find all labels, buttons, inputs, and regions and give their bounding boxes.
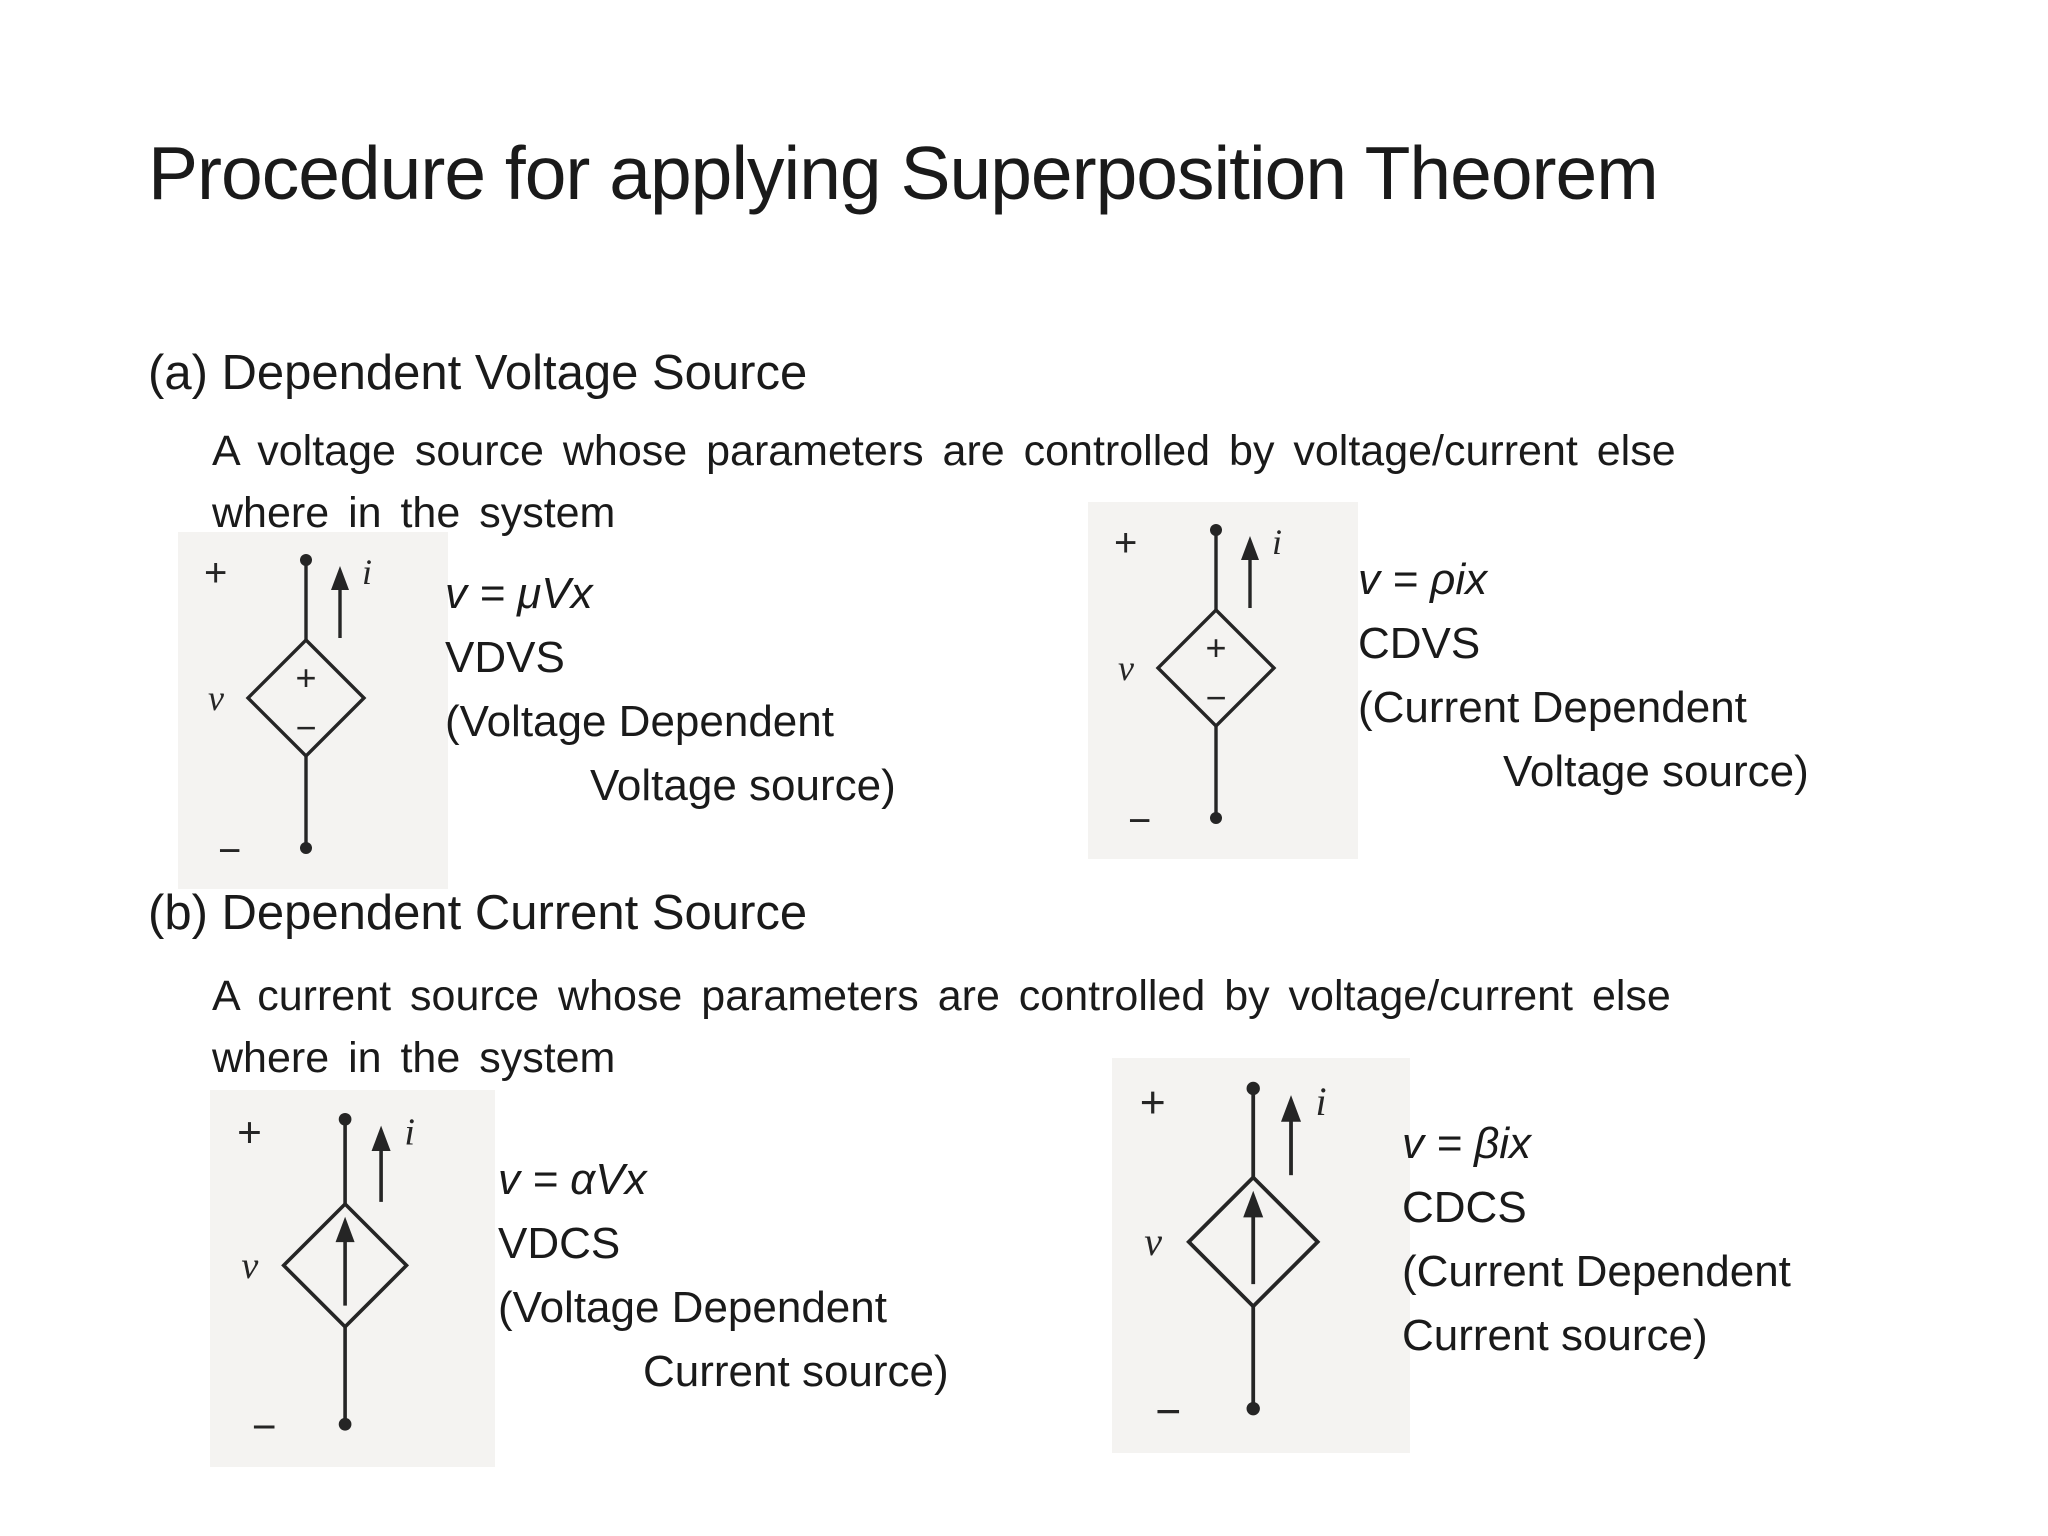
vdvs-equation: v = μVx	[445, 569, 593, 618]
page-title: Procedure for applying Superposition The…	[148, 131, 1659, 215]
vdcs-bottom-minus-label: −	[252, 1403, 277, 1450]
vdcs-diagram: + i v −	[210, 1090, 495, 1467]
section-b-description-line1: A current source whose parameters are co…	[212, 972, 1671, 1020]
cdvs-abbreviation: CDVS	[1358, 619, 1481, 668]
cdvs-inner-plus: +	[1205, 627, 1226, 668]
vdvs-inner-minus: −	[295, 707, 316, 748]
vdcs-label-block: v = αVx VDCS (Voltage Dependent Current …	[498, 1148, 949, 1404]
vdvs-current-label: i	[362, 552, 372, 592]
cdcs-current-label: i	[1315, 1079, 1326, 1124]
cdvs-current-arrow-head	[1241, 536, 1259, 560]
cdvs-expansion-line1: (Current Dependent	[1358, 683, 1747, 732]
vdcs-expansion-line1: (Voltage Dependent	[498, 1283, 887, 1332]
section-b-description-line2: where in the system	[212, 1034, 616, 1082]
cdcs-voltage-label: v	[1144, 1219, 1162, 1264]
cdcs-expansion-line1: (Current Dependent	[1402, 1247, 1791, 1296]
vdcs-bottom-terminal-dot	[338, 1417, 352, 1431]
vdcs-source-diamond	[281, 1201, 410, 1330]
vdvs-symbol: + i + − v −	[204, 551, 372, 873]
section-a-description-line2: where in the system	[212, 489, 616, 537]
cdvs-current-label: i	[1272, 522, 1282, 562]
vdcs-current-label: i	[404, 1112, 415, 1154]
vdvs-current-arrow-head	[331, 566, 349, 590]
section-b-heading: (b) Dependent Current Source	[148, 886, 808, 940]
vdvs-expansion-line1: (Voltage Dependent	[445, 697, 834, 746]
vdcs-abbreviation: VDCS	[498, 1219, 621, 1268]
vdvs-bottom-terminal-dot	[300, 842, 312, 854]
vdcs-expansion-line2: Current source)	[643, 1347, 949, 1396]
section-b-description: A current source whose parameters are co…	[212, 965, 1671, 1089]
cdcs-top-plus-label: +	[1140, 1078, 1166, 1127]
cdvs-symbol: + i + − v −	[1114, 521, 1282, 843]
vdvs-expansion-line2: Voltage source)	[590, 761, 896, 810]
vdvs-inner-plus: +	[295, 657, 316, 698]
cdcs-bottom-terminal-dot	[1246, 1401, 1260, 1416]
vdcs-current-arrow-head	[371, 1125, 391, 1152]
vdvs-voltage-label: v	[208, 678, 224, 718]
cdvs-diagram: + i + − v −	[1088, 502, 1358, 859]
cdcs-diagram: + i v −	[1112, 1058, 1410, 1453]
vdvs-diagram: + i + − v −	[178, 532, 448, 889]
vdvs-abbreviation: VDVS	[445, 633, 565, 682]
vdcs-equation: v = αVx	[498, 1155, 647, 1204]
cdcs-current-arrow-head	[1281, 1095, 1302, 1122]
vdcs-inner-arrow-head	[335, 1216, 355, 1243]
cdcs-equation: v = βix	[1402, 1119, 1532, 1168]
vdcs-top-plus-label: +	[237, 1109, 262, 1156]
vdvs-label-block: v = μVx VDVS (Voltage Dependent Voltage …	[445, 562, 896, 818]
section-a-description-line1: A voltage source whose parameters are co…	[212, 427, 1676, 475]
cdvs-bottom-minus-label: −	[1128, 799, 1151, 843]
vdcs-voltage-label: v	[241, 1245, 258, 1287]
vdvs-top-plus-label: +	[204, 551, 227, 595]
vdcs-symbol: + i v −	[237, 1109, 415, 1450]
cdvs-voltage-label: v	[1118, 648, 1134, 688]
cdcs-symbol: + i v −	[1140, 1078, 1327, 1436]
cdvs-label-block: v = ρix CDVS (Current Dependent Voltage …	[1358, 548, 1809, 804]
cdvs-equation: v = ρix	[1358, 555, 1488, 604]
cdcs-bottom-minus-label: −	[1155, 1387, 1181, 1436]
cdcs-label-block: v = βix CDCS (Current Dependent Current …	[1402, 1112, 1791, 1368]
section-a-heading: (a) Dependent Voltage Source	[148, 346, 808, 400]
cdvs-bottom-terminal-dot	[1210, 812, 1222, 824]
cdvs-expansion-line2: Voltage source)	[1503, 747, 1809, 796]
section-a-description: A voltage source whose parameters are co…	[212, 420, 1676, 544]
cdvs-inner-minus: −	[1205, 677, 1226, 718]
cdcs-expansion-line2: Current source)	[1402, 1311, 1708, 1360]
cdcs-inner-arrow-head	[1243, 1190, 1264, 1218]
cdvs-top-plus-label: +	[1114, 521, 1137, 565]
cdcs-top-terminal-dot	[1246, 1081, 1260, 1096]
vdvs-bottom-minus-label: −	[218, 829, 241, 873]
cdcs-abbreviation: CDCS	[1402, 1183, 1527, 1232]
